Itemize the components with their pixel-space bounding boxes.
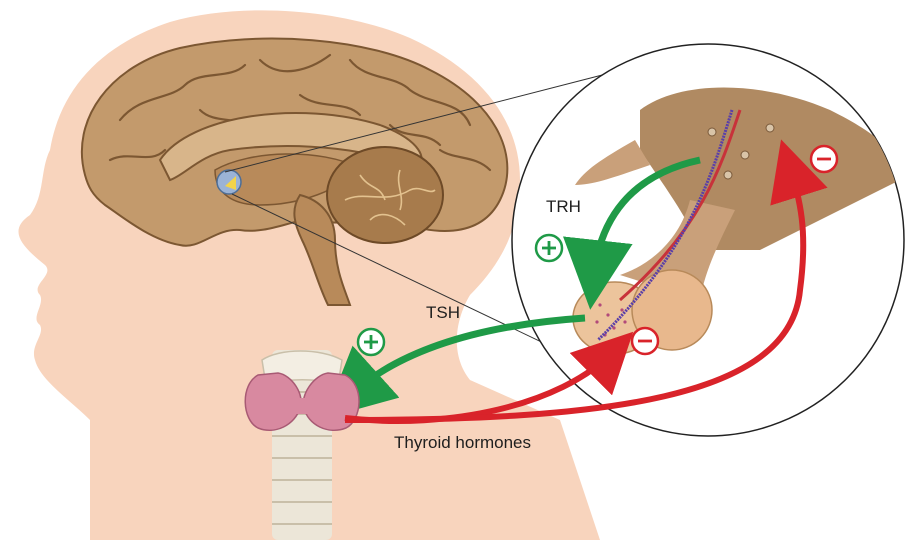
- thyroid-hormones-label: Thyroid hormones: [394, 433, 531, 452]
- tsh-label: TSH: [426, 303, 460, 322]
- trh-plus-sign: [536, 235, 562, 261]
- pituitary-marker: [217, 170, 241, 194]
- tsh-plus-sign: [358, 329, 384, 355]
- pituitary-minus-sign: [632, 328, 658, 354]
- hypothalamus-minus-sign: [811, 146, 837, 172]
- trh-label: TRH: [546, 197, 581, 216]
- cerebellum: [327, 147, 443, 243]
